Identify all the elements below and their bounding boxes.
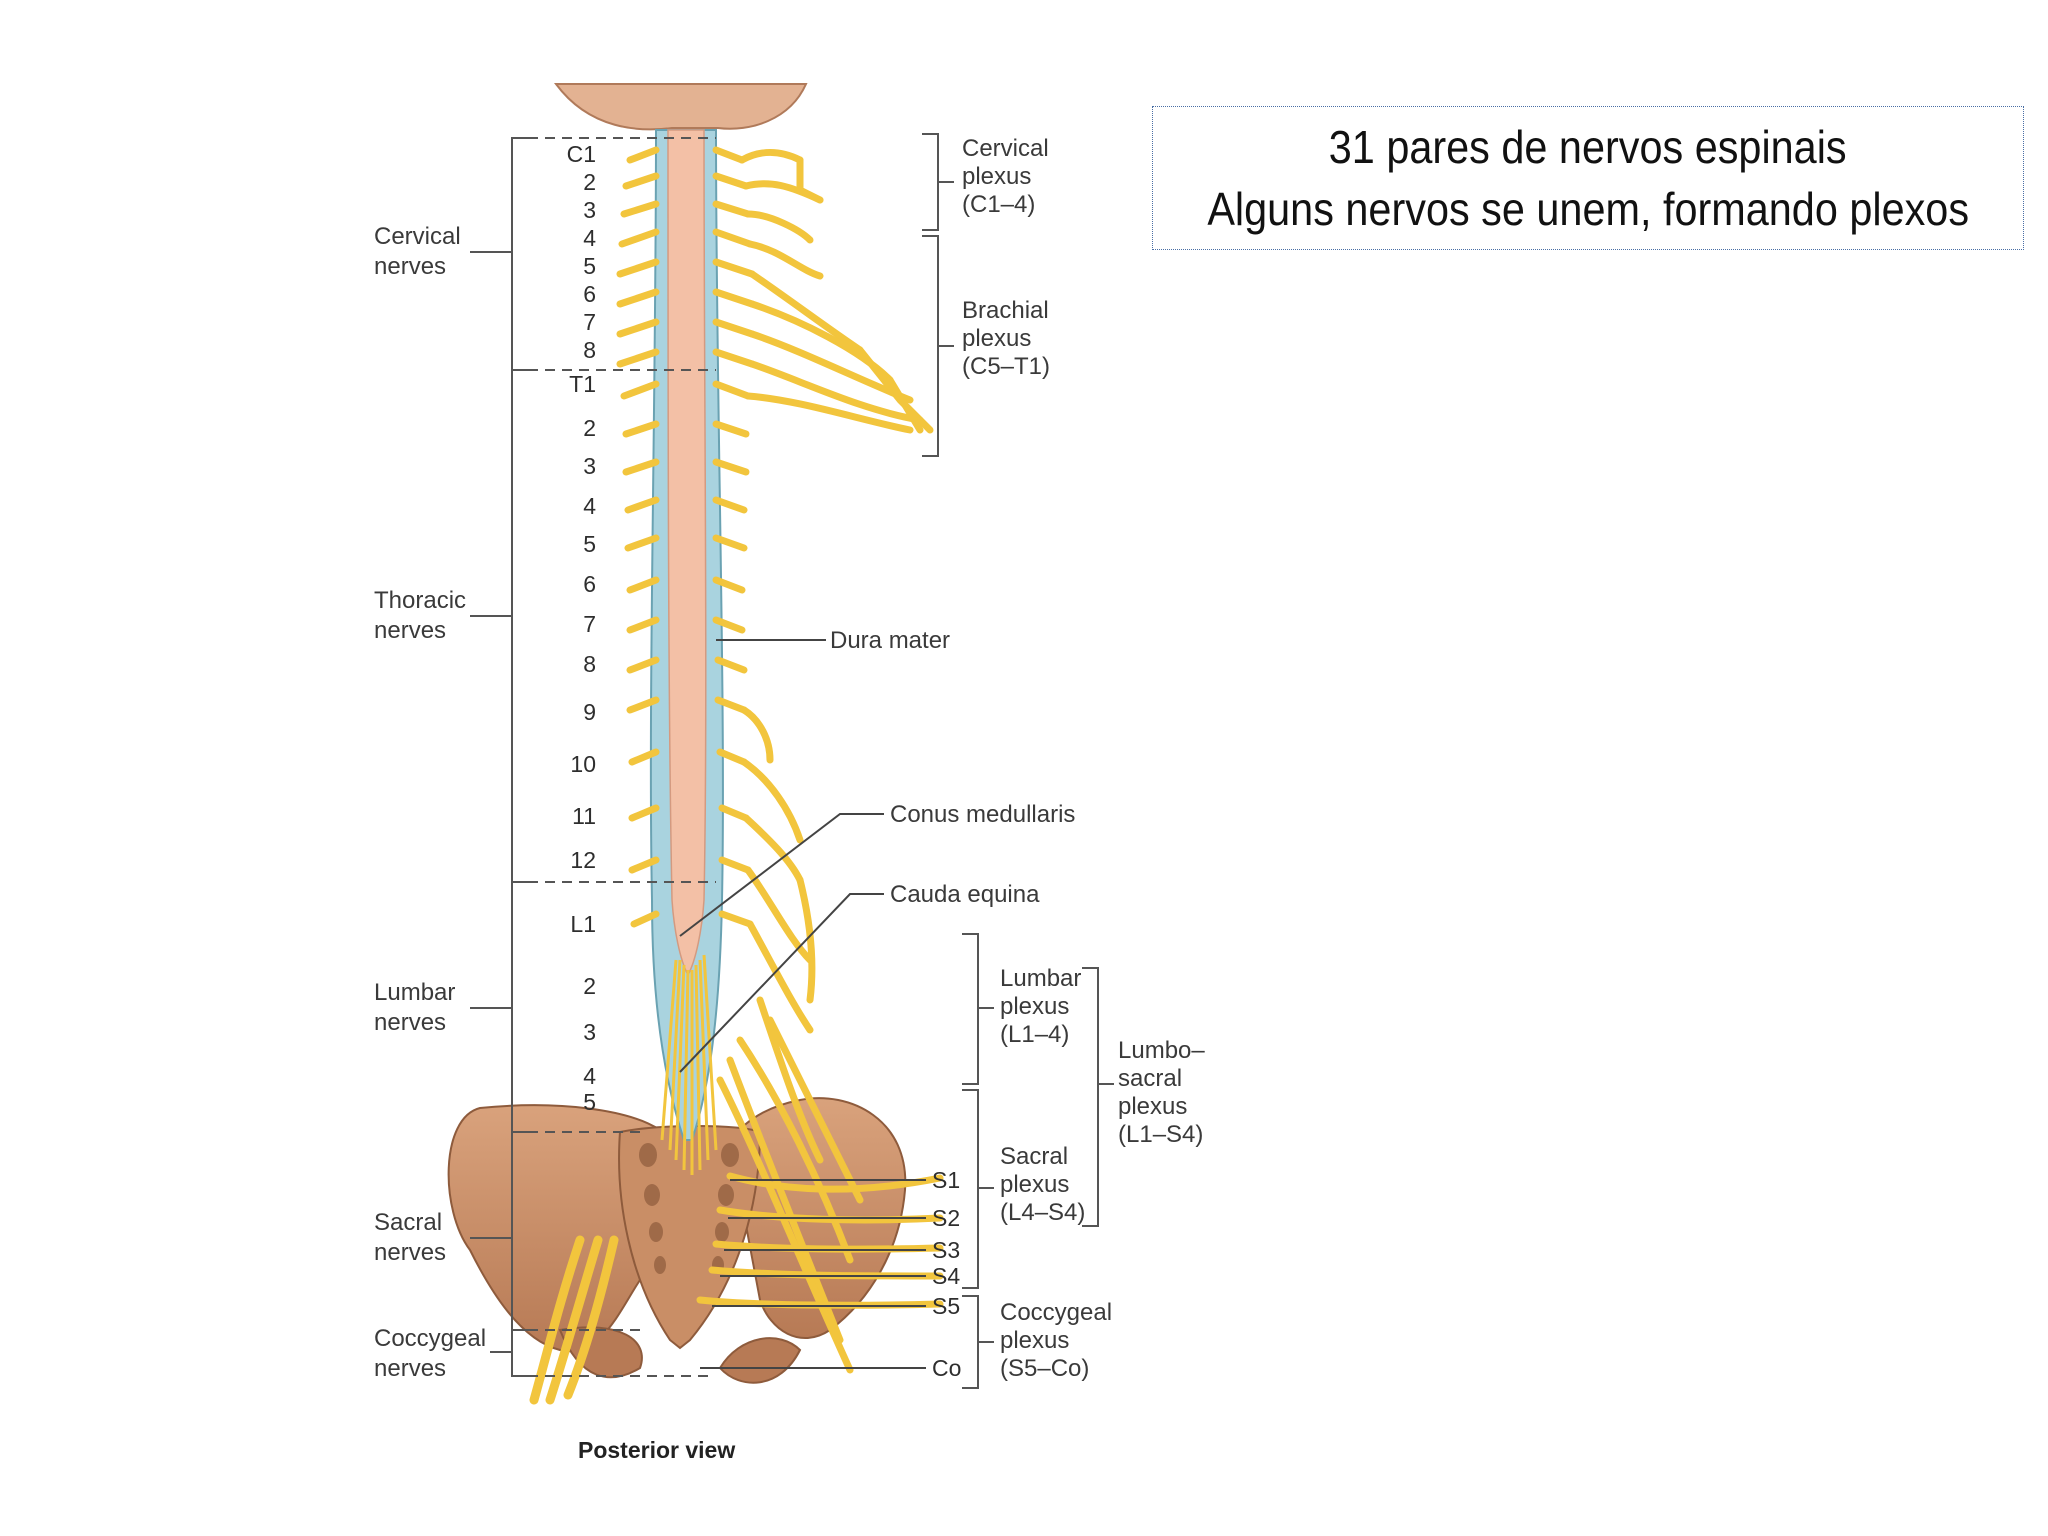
plexus-label-cervical: Cervical (962, 135, 1049, 162)
svg-text:(L4–S4): (L4–S4) (1000, 1199, 1085, 1226)
region-label-sacral: Sacral (374, 1209, 442, 1236)
plexus-labels: Cervical plexus (C1–4) Brachial plexus (… (962, 135, 1205, 1382)
cauda-equina-label: Cauda equina (890, 881, 1040, 908)
svg-text:plexus: plexus (1000, 1327, 1069, 1354)
segment-label: 10 (570, 751, 596, 777)
segment-label-s3: S3 (932, 1237, 960, 1263)
segment-label: 5 (583, 531, 596, 557)
right-segment-labels: S1 S2 S3 S4 S5 Co (932, 1167, 961, 1381)
segment-label: 4 (583, 493, 596, 519)
segment-label: 11 (572, 803, 596, 829)
segment-dividers (528, 137, 716, 1377)
svg-text:plexus: plexus (1000, 993, 1069, 1020)
segment-label-s2: S2 (932, 1205, 960, 1231)
plexus-label-lumbosacral: Lumbo– (1118, 1037, 1205, 1064)
plexus-label-coccygeal: Coccygeal (1000, 1299, 1112, 1326)
plexus-label-brachial: Brachial (962, 297, 1049, 324)
segment-label: 8 (583, 651, 596, 677)
plexus-label-lumbar: Lumbar (1000, 965, 1081, 992)
plexus-label-sacral: Sacral (1000, 1143, 1068, 1170)
segment-label: 6 (583, 571, 596, 597)
segment-labels: C1 2 3 4 5 6 7 8 T1 2 3 4 5 6 7 8 9 10 1… (567, 141, 597, 1115)
segment-label: 2 (583, 415, 596, 441)
svg-text:(S5–Co): (S5–Co) (1000, 1355, 1089, 1382)
segment-label: 3 (583, 1019, 596, 1045)
left-leg-nerves (529, 1235, 619, 1405)
left-region-bracket (470, 137, 528, 1377)
segment-label: 9 (583, 699, 596, 725)
dura-mater-label: Dura mater (830, 627, 950, 654)
segment-label: 8 (583, 337, 596, 363)
svg-text:(C5–T1): (C5–T1) (962, 353, 1050, 380)
segment-label: 3 (583, 453, 596, 479)
segment-label: C1 (567, 141, 596, 167)
svg-text:nerves: nerves (374, 253, 446, 280)
segment-label: T1 (569, 371, 596, 397)
region-label-thoracic: Thoracic (374, 587, 466, 614)
sacral-leaders (700, 1179, 926, 1369)
region-labels: Cervical nerves Thoracic nerves Lumbar n… (374, 223, 486, 1382)
segment-label-s1: S1 (932, 1167, 960, 1193)
segment-label-s4: S4 (932, 1263, 960, 1289)
info-line-2: Alguns nervos se unem, formando plexos (1207, 183, 1969, 235)
svg-text:nerves: nerves (374, 1355, 446, 1382)
info-line-1: 31 pares de nervos espinais (1329, 121, 1847, 173)
plexus-brackets (922, 133, 1114, 1389)
cervical-brachial-plexus (738, 149, 934, 434)
svg-text:plexus: plexus (962, 163, 1031, 190)
svg-text:(L1–S4): (L1–S4) (1118, 1121, 1203, 1148)
segment-label: 4 (583, 225, 596, 251)
cauda-equina-strands (660, 954, 718, 1175)
spinal-cord (667, 129, 707, 977)
segment-label: 7 (583, 309, 596, 335)
region-label-coccygeal: Coccygeal (374, 1325, 486, 1352)
segment-label: 3 (583, 197, 596, 223)
structure-leaders (679, 639, 884, 1073)
spinal-nerve-roots (616, 146, 756, 928)
segment-label: 2 (583, 973, 596, 999)
segment-label: 7 (583, 611, 596, 637)
svg-text:sacral: sacral (1118, 1065, 1182, 1092)
segment-label-co: Co (932, 1355, 961, 1381)
conus-medullaris-label: Conus medullaris (890, 801, 1075, 828)
segment-label: 5 (583, 253, 596, 279)
svg-text:plexus: plexus (1118, 1093, 1187, 1120)
segment-label-s5: S5 (932, 1293, 960, 1319)
svg-text:plexus: plexus (962, 325, 1031, 352)
svg-text:nerves: nerves (374, 1009, 446, 1036)
segment-label: L1 (570, 911, 596, 937)
segment-label: 2 (583, 169, 596, 195)
svg-text:nerves: nerves (374, 1239, 446, 1266)
svg-text:nerves: nerves (374, 617, 446, 644)
segment-label: 4 (583, 1063, 596, 1089)
region-label-lumbar: Lumbar (374, 979, 455, 1006)
view-caption: Posterior view (578, 1437, 735, 1463)
svg-text:plexus: plexus (1000, 1171, 1069, 1198)
svg-text:(L1–4): (L1–4) (1000, 1021, 1069, 1048)
segment-label: 5 (583, 1089, 596, 1115)
brain-base (554, 83, 808, 131)
svg-text:(C1–4): (C1–4) (962, 191, 1035, 218)
segment-label: 12 (570, 847, 596, 873)
info-box: 31 pares de nervos espinais Alguns nervo… (1152, 106, 2024, 250)
segment-label: 6 (583, 281, 596, 307)
region-label-cervical: Cervical (374, 223, 461, 250)
